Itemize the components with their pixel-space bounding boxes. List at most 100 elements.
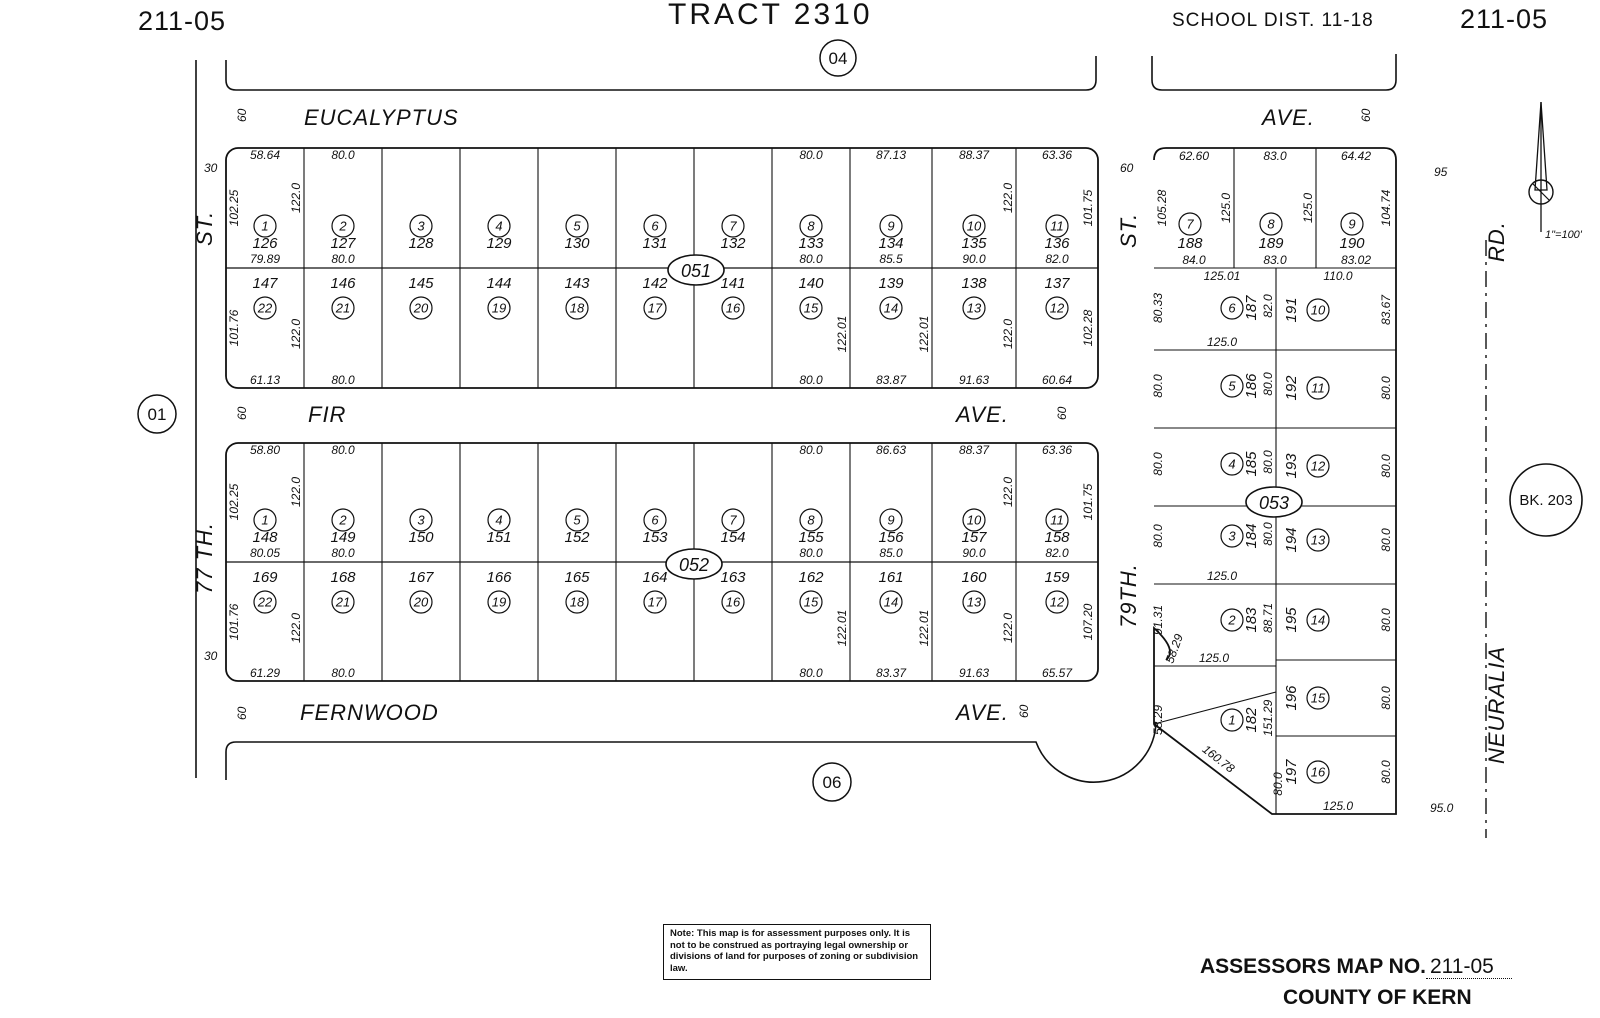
block-051-oval — [667, 254, 725, 286]
apn-number: 148 — [252, 529, 278, 546]
lot-number-circle — [331, 590, 355, 614]
depth-dim: 122.0 — [289, 477, 303, 507]
lot-number: 3 — [417, 513, 425, 528]
lot-number: 15 — [1311, 691, 1326, 706]
fernwood-width-east: 60 — [1017, 704, 1031, 718]
lot-number: 20 — [413, 595, 429, 610]
diagonal-dim: 160.78 — [1200, 742, 1238, 776]
frontage-dim: 83.02 — [1341, 253, 1371, 267]
depth-dim: 122.0 — [289, 613, 303, 643]
book-ref: BK. 203 — [1519, 492, 1572, 509]
lot-number: 2 — [1227, 613, 1236, 628]
apn-number: 189 — [1258, 235, 1284, 252]
frontage-dim: 65.57 — [1042, 666, 1073, 680]
lot-number: 5 — [573, 513, 581, 528]
frontage-dim: 61.13 — [250, 373, 280, 387]
county-name: COUNTY OF KERN — [1283, 986, 1472, 1009]
lot-number-circle — [962, 214, 986, 238]
lot-number-circle — [253, 590, 277, 614]
apn-number: 182 — [1243, 707, 1260, 733]
lot-number-circle — [253, 296, 277, 320]
lot-number-circle — [721, 590, 745, 614]
fernwood-ave-suffix: AVE. — [954, 700, 1009, 725]
block-052-number: 052 — [679, 555, 709, 575]
assessment-disclaimer-note: Note: This map is for assessment purpose… — [663, 924, 931, 980]
apn-number: 186 — [1243, 373, 1260, 399]
block-053-outline — [1153, 147, 1397, 815]
lot-number: 5 — [1228, 379, 1236, 394]
frontage-dim: 85.0 — [879, 546, 903, 560]
fir-width-east: 60 — [1055, 406, 1069, 420]
lot-number: 14 — [884, 595, 898, 610]
frontage-dim: 63.36 — [1042, 148, 1072, 162]
lot-number: 4 — [1228, 457, 1235, 472]
lot-number: 5 — [573, 219, 581, 234]
st77-width-north: 30 — [204, 161, 218, 175]
lot-number: 17 — [648, 595, 663, 610]
lot-number-circle — [253, 214, 277, 238]
north-arrow-icon — [1528, 101, 1554, 232]
st79-suffix: ST. — [1116, 213, 1141, 248]
width-dim: 125.0 — [1207, 335, 1237, 349]
depth-dim: 122.0 — [1001, 613, 1015, 643]
lot-number-circle — [1045, 508, 1069, 532]
lot-number-circle — [565, 590, 589, 614]
side-dim: 101.75 — [1081, 189, 1095, 226]
frontage-dim: 83.37 — [876, 666, 907, 680]
fir-ave-suffix: AVE. — [954, 402, 1009, 427]
lot-number-circle — [643, 296, 667, 320]
apn-number: 145 — [408, 275, 434, 292]
frontage-dim: 58.64 — [250, 148, 280, 162]
lot-number: 15 — [804, 301, 819, 316]
lot-number-circle — [879, 590, 903, 614]
north-page-ref: 04 — [829, 49, 848, 68]
lot-number-circle — [1045, 214, 1069, 238]
side-dim: 102.25 — [227, 189, 241, 226]
side-dim: 80.0 — [1151, 452, 1165, 476]
book-ref-circle — [1509, 463, 1583, 537]
apn-number: 127 — [330, 235, 356, 252]
lot-number: 17 — [648, 301, 663, 316]
lot-number: 4 — [495, 513, 502, 528]
lot-number: 16 — [726, 301, 741, 316]
frontage-dim: 80.0 — [331, 148, 355, 162]
south-lot-boundary — [225, 721, 1157, 783]
frontage-dim: 80.0 — [799, 373, 823, 387]
width-dim: 110.0 — [1323, 269, 1352, 283]
lot-number-circle — [962, 508, 986, 532]
block-053-lot-lines — [1153, 148, 1396, 814]
width-dim: 125.0 — [1199, 651, 1229, 665]
lot-number-circle — [1306, 686, 1330, 710]
lot-number-circle — [962, 590, 986, 614]
apn-number: 155 — [798, 529, 824, 546]
lot-number: 21 — [335, 301, 350, 316]
inner-dim: 82.0 — [1261, 294, 1275, 318]
frontage-dim: 87.13 — [876, 148, 906, 162]
side-dim: 80.0 — [1379, 528, 1393, 552]
side-dim: 80.33 — [1151, 293, 1165, 323]
lot-number: 13 — [967, 595, 982, 610]
inner-dim: 80.0 — [1261, 372, 1275, 396]
lot-number-circle — [799, 590, 823, 614]
frontage-dim: 80.0 — [799, 148, 823, 162]
frontage-dim: 80.05 — [250, 546, 280, 560]
lot-number: 14 — [1311, 613, 1325, 628]
lot-number: 13 — [967, 301, 982, 316]
apn-number: 146 — [330, 275, 356, 292]
frontage-dim: 60.64 — [1042, 373, 1072, 387]
lot-number: 3 — [1228, 529, 1236, 544]
lot-number: 10 — [967, 513, 982, 528]
apn-number: 168 — [330, 569, 356, 586]
lot-number: 10 — [967, 219, 982, 234]
neuralia-rd-label: NEURALIA — [1484, 646, 1509, 764]
apn-number: 130 — [564, 235, 590, 252]
lot-number: 2 — [338, 513, 347, 528]
side-dim: 80.0 — [1379, 686, 1393, 710]
lot-number-circle — [565, 214, 589, 238]
lot-number-circle — [1220, 608, 1244, 632]
lot-number-circle — [487, 508, 511, 532]
lot-number-circle — [962, 296, 986, 320]
apn-number: 136 — [1044, 235, 1070, 252]
lot-number-circle — [409, 214, 433, 238]
apn-number: 185 — [1243, 451, 1260, 477]
